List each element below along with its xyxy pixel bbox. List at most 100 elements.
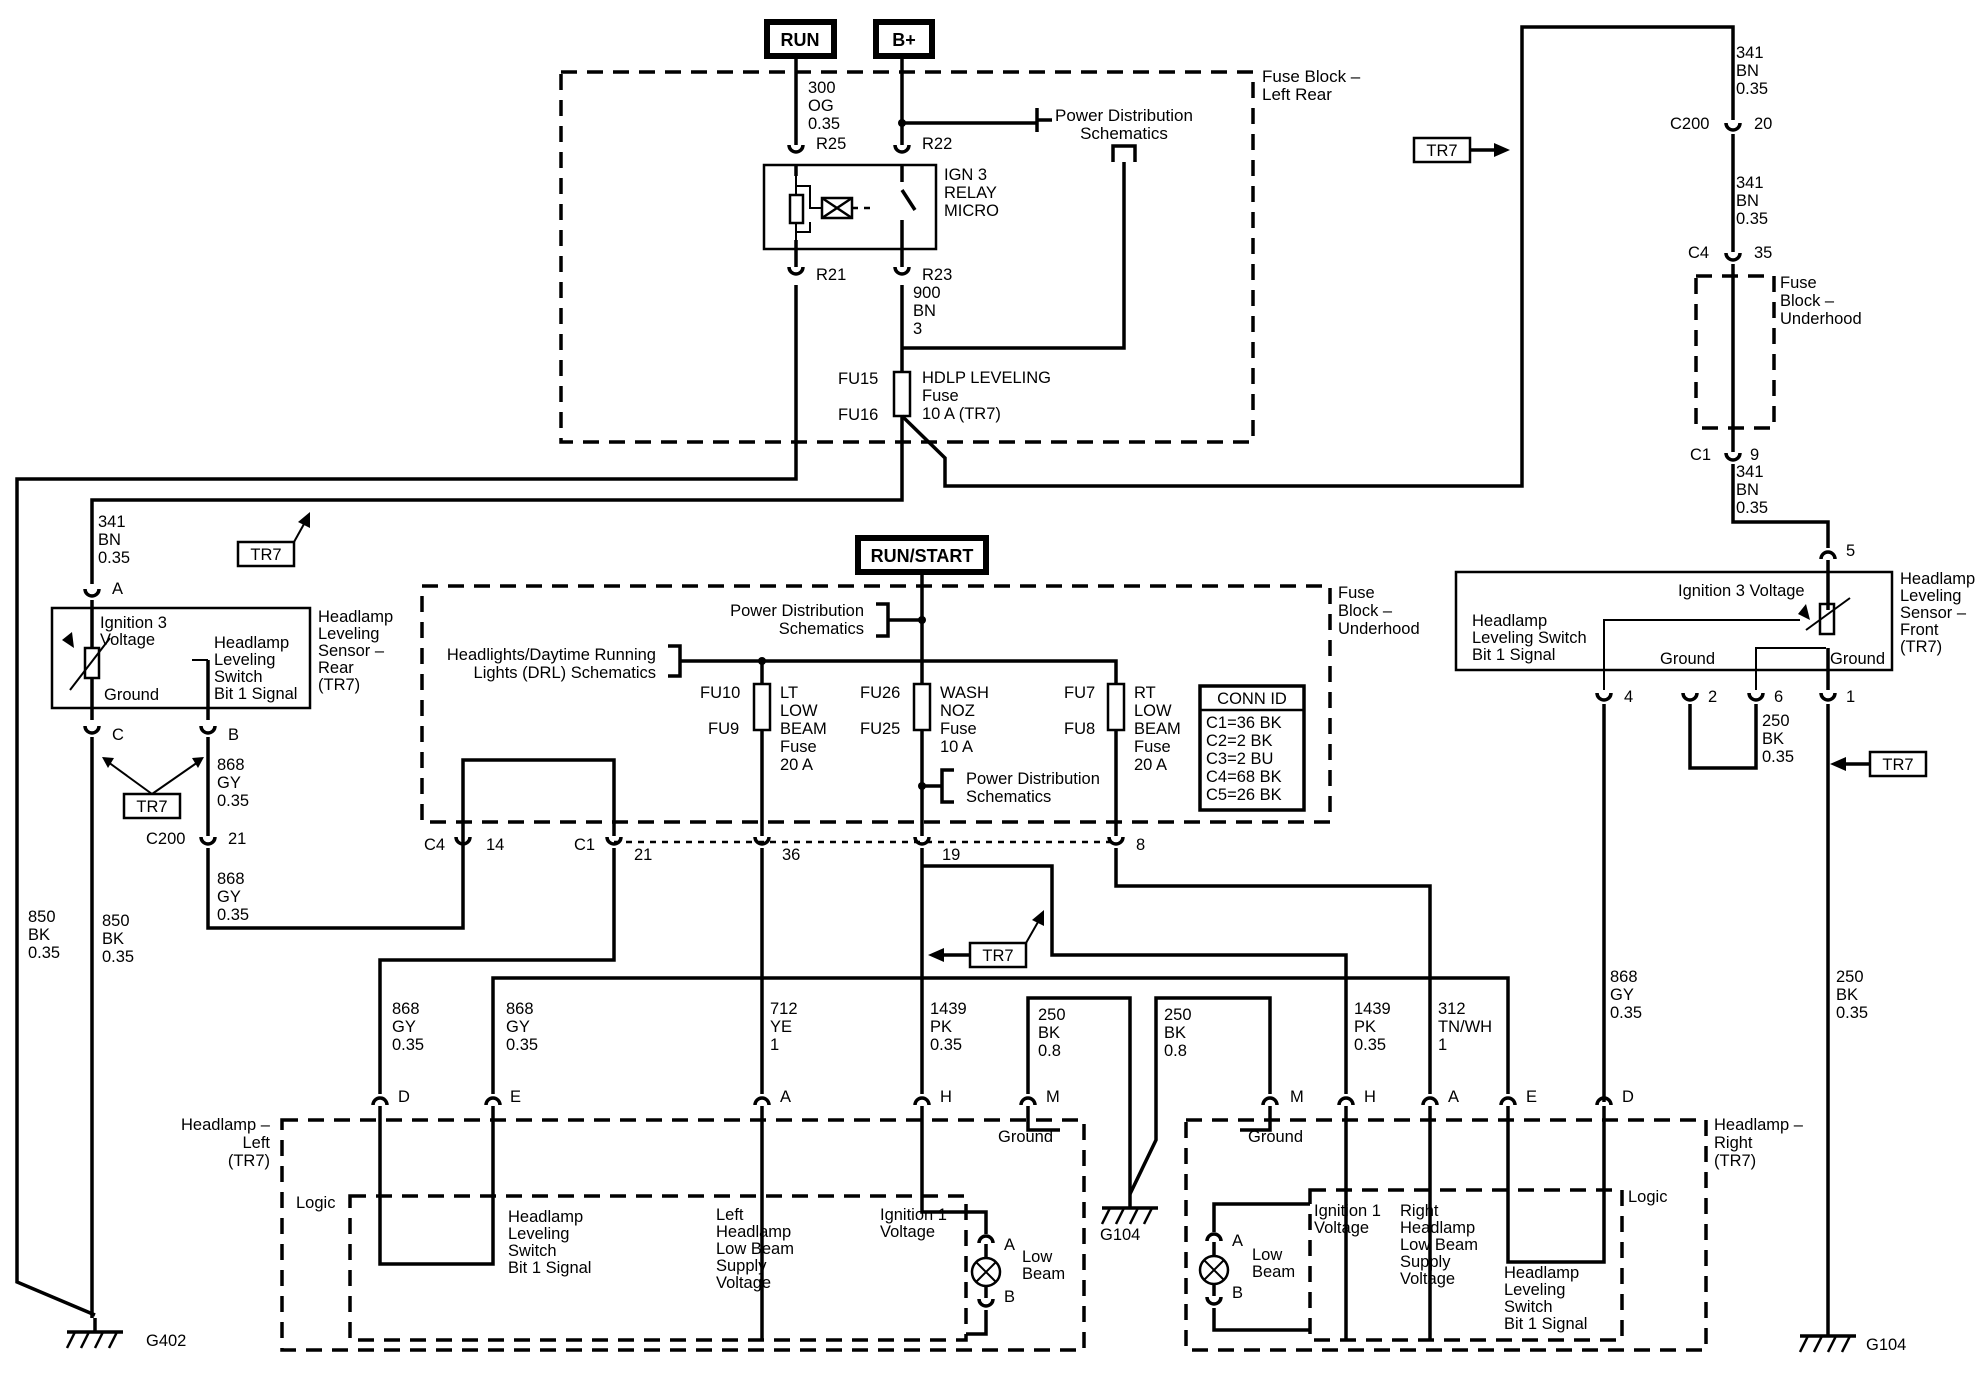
svg-text:C1: C1	[574, 836, 595, 854]
svg-text:D: D	[398, 1088, 410, 1106]
svg-text:1: 1	[1846, 688, 1855, 706]
svg-text:2: 2	[1708, 688, 1717, 706]
svg-text:9: 9	[1750, 446, 1759, 464]
svg-text:36: 36	[782, 846, 800, 864]
headlamp-left: Headlamp –Left(TR7) D E A H M Ground Log…	[181, 1088, 1086, 1352]
svg-text:Ignition 3 Voltage: Ignition 3 Voltage	[1678, 582, 1805, 600]
svg-text:Ground: Ground	[1830, 650, 1885, 668]
ground-g402: G402	[146, 1332, 186, 1350]
svg-text:B: B	[1232, 1284, 1243, 1302]
lt-low-beam-fuse	[752, 682, 772, 732]
svg-text:Logic: Logic	[1628, 1188, 1667, 1206]
svg-text:19: 19	[942, 846, 960, 864]
svg-text:C1: C1	[1690, 446, 1711, 464]
run-start-supply-tag: RUN/START	[855, 535, 989, 575]
svg-text:C: C	[112, 726, 124, 744]
svg-text:Headlamp –Left(TR7): Headlamp –Left(TR7)	[181, 1116, 271, 1170]
svg-text:14: 14	[486, 836, 504, 854]
svg-text:CONN ID: CONN ID	[1217, 690, 1287, 708]
svg-text:5: 5	[1846, 542, 1855, 560]
svg-text:Headlamp –Right(TR7): Headlamp –Right(TR7)	[1714, 1116, 1804, 1170]
bplus-supply-tag: B+	[873, 19, 935, 59]
fuse-block-left-rear: Fuse Block –Left Rear Power Distribution…	[559, 67, 1361, 444]
svg-text:A: A	[112, 580, 123, 598]
svg-text:H: H	[1364, 1088, 1376, 1106]
svg-text:35: 35	[1754, 244, 1772, 262]
svg-text:R22: R22	[922, 135, 952, 153]
svg-text:4: 4	[1624, 688, 1633, 706]
svg-text:TR7: TR7	[1882, 756, 1913, 774]
svg-text:20: 20	[1754, 115, 1772, 133]
svg-text:C5=26 BK: C5=26 BK	[1206, 786, 1282, 804]
svg-text:E: E	[510, 1088, 521, 1106]
tr7-tag-right: TR7	[1830, 750, 1928, 778]
svg-text:C2=2 BK: C2=2 BK	[1206, 732, 1273, 750]
svg-text:C3=2 BU: C3=2 BU	[1206, 750, 1273, 768]
svg-text:A: A	[1448, 1088, 1459, 1106]
svg-text:TR7: TR7	[1426, 142, 1457, 160]
svg-text:B: B	[1004, 1288, 1015, 1306]
svg-text:B+: B+	[892, 30, 916, 50]
svg-text:TR7: TR7	[982, 947, 1013, 965]
svg-text:M: M	[1290, 1088, 1304, 1106]
svg-text:Ground: Ground	[104, 686, 159, 704]
run-supply-tag: RUN	[764, 19, 837, 59]
svg-text:Ground: Ground	[1660, 650, 1715, 668]
tr7-tag-middle: TR7	[928, 910, 1044, 969]
svg-text:C200: C200	[146, 830, 185, 848]
ground-g104-center: G104	[1100, 1226, 1140, 1244]
svg-text:R21: R21	[816, 266, 846, 284]
low-beam-lamp-left-icon	[970, 1256, 1002, 1288]
svg-text:21: 21	[634, 846, 652, 864]
tr7-tag-left-upper: TR7	[236, 512, 310, 568]
svg-text:A: A	[1232, 1232, 1243, 1250]
fuse-block-left-rear-title: Fuse Block –Left Rear	[1262, 67, 1361, 104]
wash-noz-fuse	[912, 682, 932, 732]
conn-id-table: CONN ID C1=36 BK C2=2 BK C3=2 BU C4=68 B…	[1198, 684, 1306, 812]
tr7-tag-left-sensor: TR7	[102, 757, 204, 820]
svg-text:21: 21	[228, 830, 246, 848]
svg-text:Logic: Logic	[296, 1194, 335, 1212]
svg-text:TR7: TR7	[250, 546, 281, 564]
